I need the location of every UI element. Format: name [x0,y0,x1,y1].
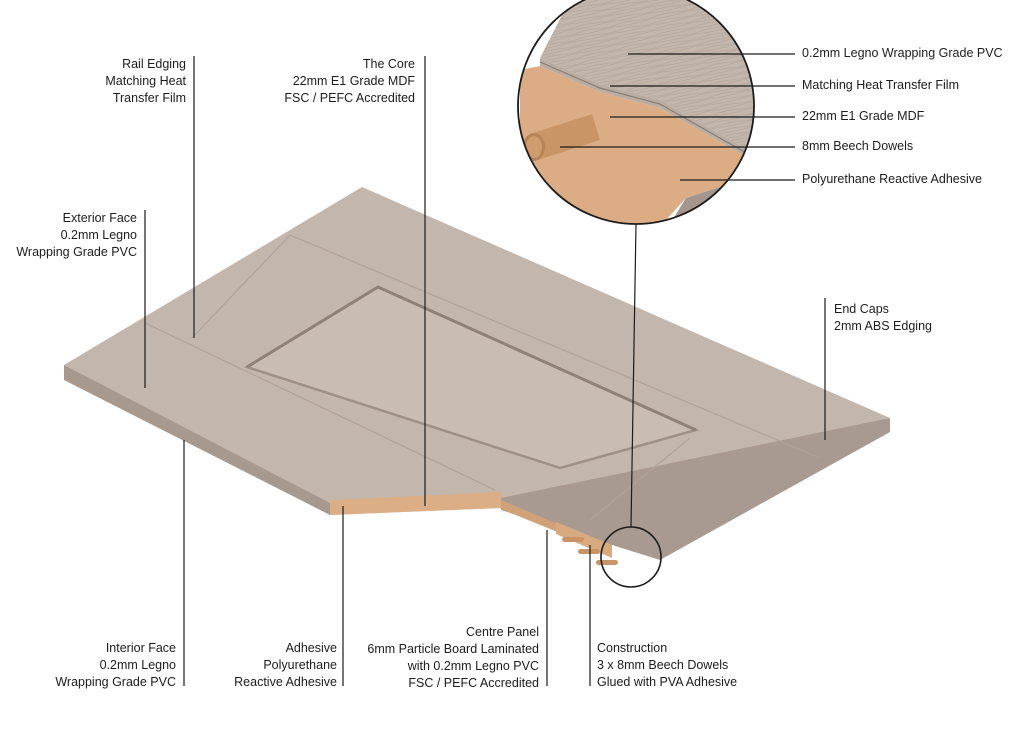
magnified-detail [517,0,755,528]
detail-callout-adhesive: Polyurethane Reactive Adhesive [802,172,982,186]
callout-text: Wrapping Grade PVC [16,245,137,259]
callout-text: FSC / PEFC Accredited [284,91,415,105]
callout-text: Adhesive [285,641,337,655]
callout-adhesive: Adhesive Polyurethane Reactive Adhesive [210,640,337,691]
detail-callout-dowels: 8mm Beech Dowels [802,139,914,153]
callout-interior-face: Interior Face 0.2mm Legno Wrapping Grade… [30,640,176,691]
callout-text: Transfer Film [112,91,186,105]
callout-core: The Core 22mm E1 Grade MDF FSC / PEFC Ac… [260,56,415,107]
callout-text: 6mm Particle Board Laminated [367,642,539,656]
callout-construction: Construction 3 x 8mm Beech Dowels Glued … [597,640,767,691]
detail-callout-film: Matching Heat Transfer Film [802,78,959,92]
callout-text: Reactive Adhesive [234,675,337,689]
callout-text: 0.2mm Legno [99,658,176,672]
callout-text: The Core [362,57,415,71]
callout-text: Rail Edging [122,57,186,71]
callout-text: Exterior Face [62,211,137,225]
callout-text: Wrapping Grade PVC [55,675,176,689]
callout-text: with 0.2mm Legno PVC [407,659,539,673]
callout-text: End Caps [834,302,889,316]
leader-lines [144,53,826,686]
callout-exterior-face: Exterior Face 0.2mm Legno Wrapping Grade… [4,210,137,261]
callout-text: Centre Panel [466,625,539,639]
door-left-edge [64,365,330,515]
callout-centre-panel: Centre Panel 6mm Particle Board Laminate… [356,624,539,692]
detail-callout-mdf: 22mm E1 Grade MDF [802,109,925,123]
callout-text: 3 x 8mm Beech Dowels [597,658,729,672]
callout-text: Interior Face [105,641,176,655]
callout-text: 22mm E1 Grade MDF [292,74,415,88]
door-slab [64,187,890,588]
callout-text: 0.2mm Legno [60,228,137,242]
callout-text: Glued with PVA Adhesive [597,675,738,689]
door-front-edge [501,418,890,560]
callout-text: Polyurethane [263,658,337,672]
callout-rail-edging: Rail Edging Matching Heat Transfer Film [70,56,186,107]
detail-callout-pvc: 0.2mm Legno Wrapping Grade PVC [802,46,1003,60]
mdf-step [501,500,560,533]
mdf-core-cut [330,492,501,515]
callout-text: FSC / PEFC Accredited [408,676,539,690]
callout-text: Construction [597,641,668,655]
callout-end-caps: End Caps 2mm ABS Edging [834,301,984,335]
callout-text: 2mm ABS Edging [834,319,932,333]
mdf-end [556,522,612,558]
callout-text: Matching Heat [105,74,186,88]
